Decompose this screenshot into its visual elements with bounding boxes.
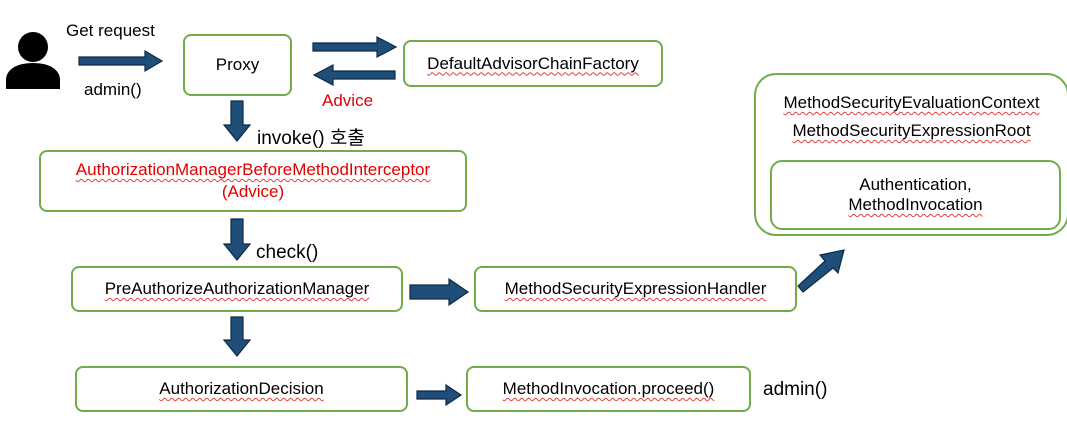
- interceptor-node: AuthorizationManagerBeforeMethodIntercep…: [39, 150, 467, 212]
- admin-call-label: admin(): [84, 80, 142, 99]
- arrow-manager-to-handler: [409, 277, 470, 307]
- check-label: check(): [256, 242, 319, 263]
- authorization-decision-node: AuthorizationDecision: [75, 366, 408, 412]
- evaluation-context-title: MethodSecurityEvaluationContext: [783, 93, 1040, 112]
- pre-authorize-manager-label: PreAuthorizeAuthorizationManager: [104, 279, 370, 298]
- get-request-label: Get request: [66, 21, 155, 40]
- proxy-node: Proxy: [183, 34, 292, 96]
- arrow-manager-to-decision: [222, 316, 252, 357]
- expression-handler-label: MethodSecurityExpressionHandler: [504, 279, 767, 298]
- person-icon: [6, 32, 60, 89]
- interceptor-label: AuthorizationManagerBeforeMethodIntercep…: [75, 160, 431, 179]
- invoke-label: invoke() 호출: [257, 128, 365, 149]
- advisor-chain-factory-node: DefaultAdvisorChainFactory: [403, 40, 663, 87]
- interceptor-advice-label: (Advice): [221, 182, 285, 201]
- expression-handler-node: MethodSecurityExpressionHandler: [474, 266, 797, 312]
- proceed-label: MethodInvocation.proceed(): [502, 379, 715, 398]
- expression-root-label: MethodSecurityExpressionRoot: [792, 121, 1031, 140]
- arrow-proxy-to-interceptor: [222, 100, 252, 142]
- evaluation-context-node: MethodSecurityEvaluationContext MethodSe…: [754, 73, 1067, 236]
- arrow-actor-to-proxy: [78, 49, 164, 73]
- advisor-chain-factory-label: DefaultAdvisorChainFactory: [427, 53, 639, 73]
- arrow-interceptor-to-manager: [222, 218, 252, 261]
- arrow-decision-to-proceed: [416, 383, 463, 407]
- authentication-label: Authentication,: [859, 175, 972, 194]
- arrow-proxy-to-factory: [312, 36, 398, 58]
- authentication-invocation-node: Authentication, MethodInvocation: [770, 160, 1061, 230]
- pre-authorize-manager-node: PreAuthorizeAuthorizationManager: [71, 266, 403, 312]
- proceed-node: MethodInvocation.proceed(): [466, 366, 751, 412]
- proxy-label: Proxy: [215, 55, 260, 74]
- admin-call-result-label: admin(): [763, 379, 828, 400]
- method-invocation-label: MethodInvocation: [848, 195, 983, 214]
- authorization-decision-label: AuthorizationDecision: [159, 379, 324, 398]
- arrow-factory-to-proxy: [312, 64, 396, 86]
- advice-label: Advice: [322, 91, 374, 110]
- arrow-handler-to-context: [797, 249, 845, 293]
